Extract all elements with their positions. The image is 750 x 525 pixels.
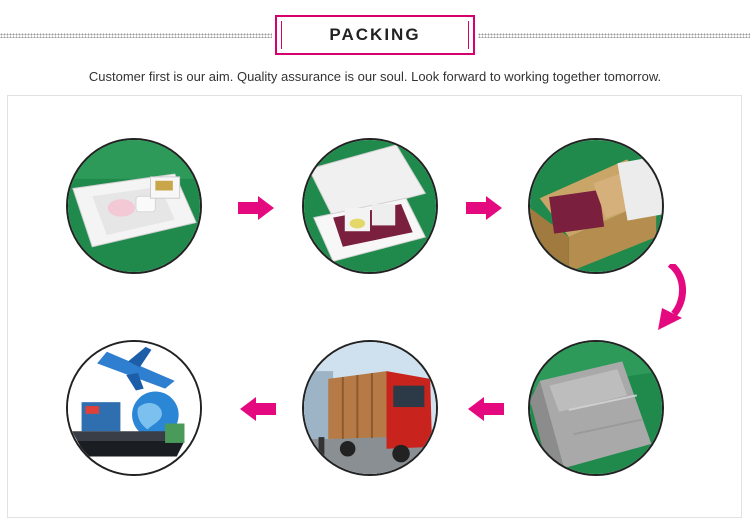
step-4-wrapped-carton-photo — [528, 340, 664, 476]
step-1-foam-tray-photo — [66, 138, 202, 274]
step-3-boxed-product-in-carton-photo — [528, 138, 664, 274]
section-title-box: PACKING — [275, 15, 475, 55]
arrow-left-2 — [240, 397, 276, 421]
curved-arrow-down-icon — [658, 264, 686, 330]
arrow-left-1 — [468, 397, 504, 421]
arrow-right-icon — [466, 196, 502, 220]
product-in-gift-box-photo — [304, 140, 436, 272]
step-5-cargo-truck-photo — [302, 340, 438, 476]
dotted-divider-right — [478, 33, 750, 38]
arrow-right-icon — [238, 196, 274, 220]
dotted-divider-left — [0, 33, 272, 38]
step-6-global-shipping-photo — [66, 340, 202, 476]
arrow-right-2 — [466, 196, 502, 220]
section-subtitle: Customer first is our aim. Quality assur… — [88, 69, 662, 84]
product-in-foam-tray-photo — [68, 140, 200, 272]
wrapped-carton-photo — [530, 342, 662, 474]
section-title: PACKING — [281, 21, 469, 49]
step-2-gift-box-photo — [302, 138, 438, 274]
arrow-curved-down — [656, 264, 688, 332]
arrow-left-icon — [468, 397, 504, 421]
cargo-truck-photo — [304, 342, 436, 474]
arrow-left-icon — [240, 397, 276, 421]
arrow-right-1 — [238, 196, 274, 220]
global-shipping-photo — [68, 342, 200, 474]
boxed-product-in-carton-photo — [530, 140, 662, 272]
